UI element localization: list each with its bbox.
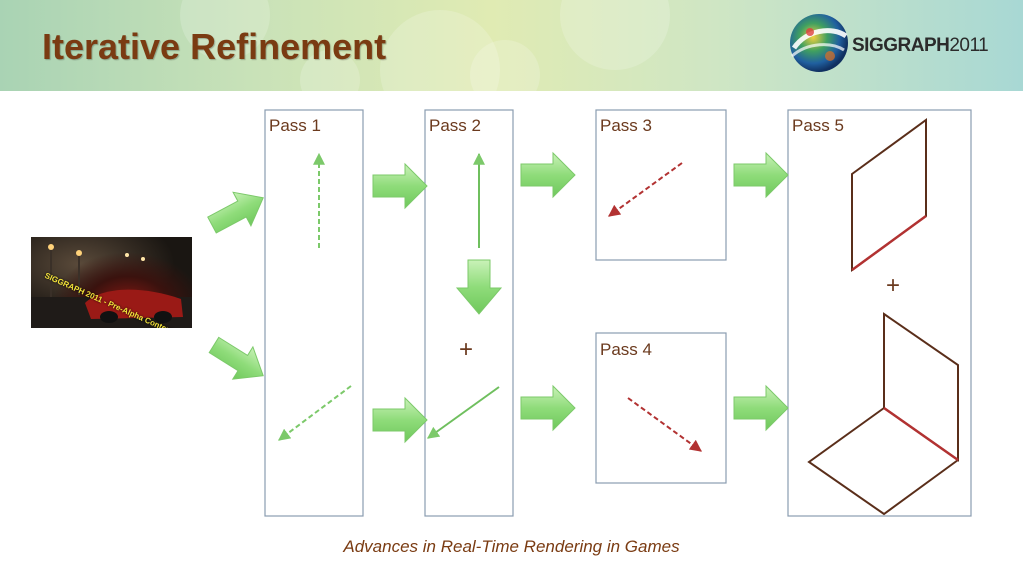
pass-1-diagonal-vector — [278, 385, 352, 441]
block-arrow-icon — [372, 396, 428, 444]
block-arrow-icon — [733, 384, 789, 432]
plus-operator-pass-2: + — [459, 336, 474, 363]
pass-2-label: Pass 2 — [429, 116, 481, 135]
logo-text: SIGGRAPH2011 — [852, 35, 989, 56]
plus-operator-pass-5: + — [886, 272, 901, 299]
block-arrow-icon — [372, 162, 428, 210]
pass-3-box — [595, 109, 727, 261]
siggraph-logo: SIGGRAPH2011 — [788, 12, 1014, 78]
block-arrow-icon — [520, 384, 576, 432]
slide-footer: Advances in Real-Time Rendering in Games — [343, 537, 680, 556]
pass-2-diagonal-vector — [427, 386, 500, 439]
block-arrow-icon — [207, 191, 264, 234]
down-block-arrow-icon — [455, 259, 503, 315]
slide-title: Iterative Refinement — [42, 26, 387, 67]
pass-4-box — [595, 332, 727, 484]
pass-4-label: Pass 4 — [600, 340, 652, 359]
pass-1-box — [264, 109, 364, 517]
pass-5-top-shape — [851, 118, 927, 272]
pass-4-vector — [627, 397, 702, 452]
pass-3-vector — [608, 162, 683, 217]
block-arrow-icon — [733, 151, 789, 199]
game-screenshot: SIGGRAPH 2011 - Pre-Alpha Content — [31, 237, 192, 328]
pass-1-label: Pass 1 — [269, 116, 321, 135]
pass-2-box — [424, 109, 514, 517]
block-arrow-icon — [208, 336, 264, 380]
pass-5-bottom-shape — [807, 312, 959, 516]
slide-header: Iterative Refinement SIGGRAPH2011 — [0, 0, 1023, 91]
block-arrow-icon — [520, 151, 576, 199]
pass-3-label: Pass 3 — [600, 116, 652, 135]
pass-5-label: Pass 5 — [792, 116, 844, 135]
globe-swirl-icon — [790, 14, 848, 72]
pass-5-box — [787, 109, 972, 517]
